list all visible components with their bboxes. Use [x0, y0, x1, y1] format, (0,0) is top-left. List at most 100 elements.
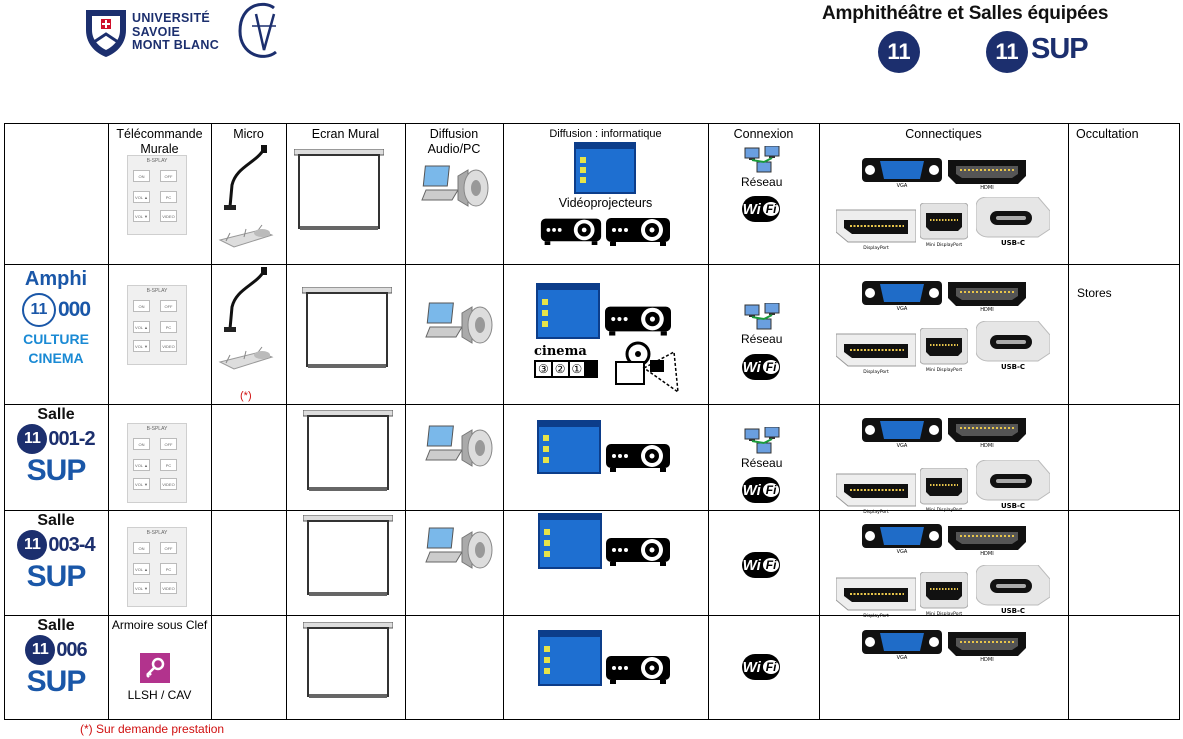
vga-port-icon: VGA [862, 158, 942, 188]
film-projector-icon [615, 341, 679, 394]
wall-screen-icon [303, 622, 393, 698]
wall-screen-icon [294, 149, 384, 230]
cinema-num-3: ③ [536, 362, 551, 376]
displayport-label: DisplayPort [863, 245, 889, 250]
laptop-speaker-icon [421, 165, 489, 207]
computer-window-icon [574, 142, 636, 194]
column-divider [405, 123, 406, 720]
cinema-logo: cinema ③ ② ① [534, 345, 598, 391]
hdmi-port-icon: HDMI [948, 282, 1026, 312]
usb-c-port-icon: USB-C [976, 321, 1050, 371]
vga-port-icon: VGA [862, 281, 942, 311]
network-icon [744, 303, 780, 330]
room-003-circle: 11 [17, 530, 48, 560]
usb-c-port-icon: USB-C [976, 197, 1050, 247]
hdmi-label: HDMI [980, 443, 993, 448]
mini-displayport-icon: Mini DisplayPort [920, 468, 968, 512]
computer-window-icon [537, 420, 601, 474]
network-icon [744, 146, 780, 173]
wall-screen-icon [302, 287, 392, 368]
remote-key: VIDEO [160, 582, 177, 594]
header-diffusion-audio: Diffusion Audio/PC [427, 127, 481, 156]
remote-title: B-SPLAY [146, 158, 168, 164]
projector-icon [605, 306, 671, 336]
room-001-circle: 11 [17, 424, 48, 454]
wifi-fi: Fi [762, 558, 780, 572]
remote-title: B-SPLAY [146, 426, 168, 432]
displayport-label: DisplayPort [863, 613, 889, 618]
room-006-sup: SUP [26, 665, 87, 698]
wall-screen-icon [303, 410, 393, 491]
footnote: (*) Sur demande prestation [80, 722, 225, 736]
usb-c-port-icon: USB-C [976, 460, 1050, 510]
vga-label: VGA [897, 655, 908, 660]
room-amphi-title: Amphi [24, 268, 88, 290]
university-line-1: UNIVERSITÉ [132, 11, 211, 25]
hdmi-port-icon: HDMI [948, 632, 1026, 662]
cinema-num-1: ① [569, 362, 585, 376]
displayport-icon: DisplayPort [836, 333, 916, 374]
displayport-label: DisplayPort [863, 509, 889, 514]
projector-icon [606, 444, 670, 472]
remote-key: PC [160, 191, 177, 203]
hdmi-label: HDMI [980, 551, 993, 556]
room-003-sup: SUP [26, 560, 87, 593]
badge-11-sup-circle: 11 [986, 31, 1028, 73]
wifi-wi: Wi [742, 658, 761, 676]
computer-window-icon [536, 283, 600, 339]
wifi-fi: Fi [762, 202, 780, 216]
vga-port-icon: VGA [862, 418, 942, 448]
projector-icon [606, 538, 670, 566]
mini-displayport-label: Mini DisplayPort [926, 242, 962, 247]
header-telecommande: Télécommande Murale [116, 127, 203, 156]
hdmi-port-icon: HDMI [948, 418, 1026, 448]
hdmi-port-icon: HDMI [948, 160, 1026, 190]
column-divider [708, 123, 709, 720]
room-001-salle: Salle [37, 406, 75, 423]
network-icon [744, 427, 780, 454]
room-amphi-number: 000 [57, 298, 91, 321]
room-006-circle: 11 [25, 635, 56, 665]
room-amphi-line1: CULTURE [23, 331, 89, 347]
micro-note: (*) [240, 390, 252, 402]
remote-key: VOL ▼ [133, 210, 150, 222]
remote-key: PC [160, 321, 177, 333]
cinema-num-2: ② [552, 362, 568, 376]
page-title: Amphithéâtre et Salles équipées [822, 3, 1109, 24]
projector-icon [606, 218, 670, 246]
microphone-icon [218, 267, 274, 370]
shield-icon [86, 10, 126, 57]
hdmi-label: HDMI [980, 185, 993, 190]
mini-displayport-icon: Mini DisplayPort [920, 572, 968, 616]
room-amphi-label: Amphi 11 000 CULTURE CINEMA [6, 268, 106, 366]
wifi-fi: Fi [762, 360, 780, 374]
remote-key: PC [160, 459, 177, 471]
mini-displayport-icon: Mini DisplayPort [920, 328, 968, 372]
remote-key: ON [133, 300, 150, 312]
laptop-speaker-icon [425, 527, 493, 569]
laptop-speaker-icon [425, 302, 493, 344]
remote-key: VOL ▲ [133, 191, 150, 203]
room-006-number: 006 [56, 638, 87, 661]
room-amphi-line2: CINEMA [28, 350, 84, 366]
wifi-wi: Wi [742, 200, 761, 218]
wifi-fi: Fi [762, 483, 780, 497]
usb-c-label: USB-C [1001, 239, 1025, 247]
room-001-number: 001-2 [48, 427, 95, 450]
header-micro: Micro [233, 127, 264, 141]
projector-icon [606, 656, 670, 684]
computer-window-icon [538, 630, 602, 686]
remote-key: PC [160, 563, 177, 575]
column-divider [108, 123, 109, 720]
header-diffusion-info: Diffusion : informatique [549, 128, 662, 140]
remote-key: VIDEO [160, 210, 177, 222]
remote-title: B-SPLAY [146, 288, 168, 294]
column-divider [819, 123, 820, 720]
